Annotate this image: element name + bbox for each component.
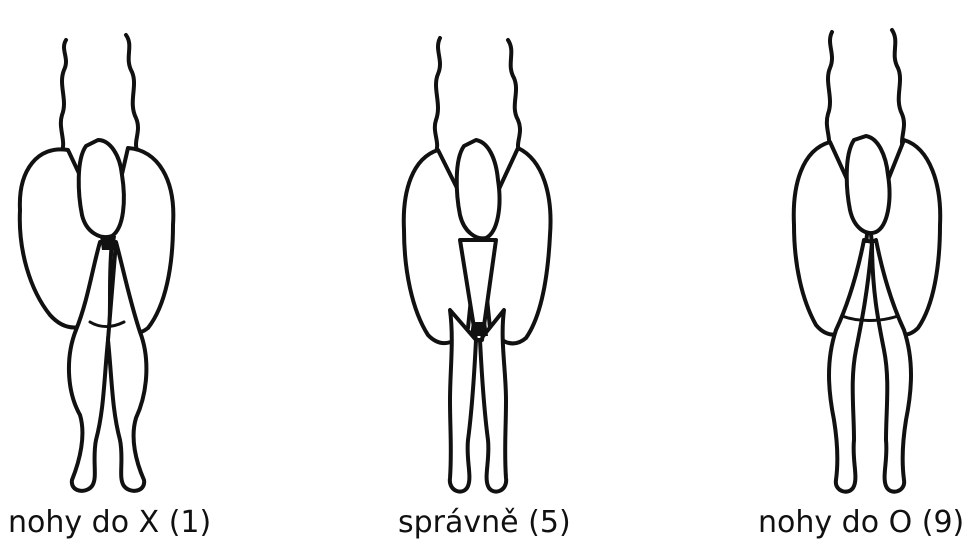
sheep-rear-correct-legs [388, 10, 568, 500]
caption-x-legs: nohy do X (1) [8, 503, 211, 543]
caption-o-legs: nohy do O (9) [758, 503, 964, 543]
sheep-rear-x-legs [8, 10, 188, 500]
caption-correct: správně (5) [398, 503, 571, 543]
sheep-rear-o-legs [780, 10, 960, 500]
